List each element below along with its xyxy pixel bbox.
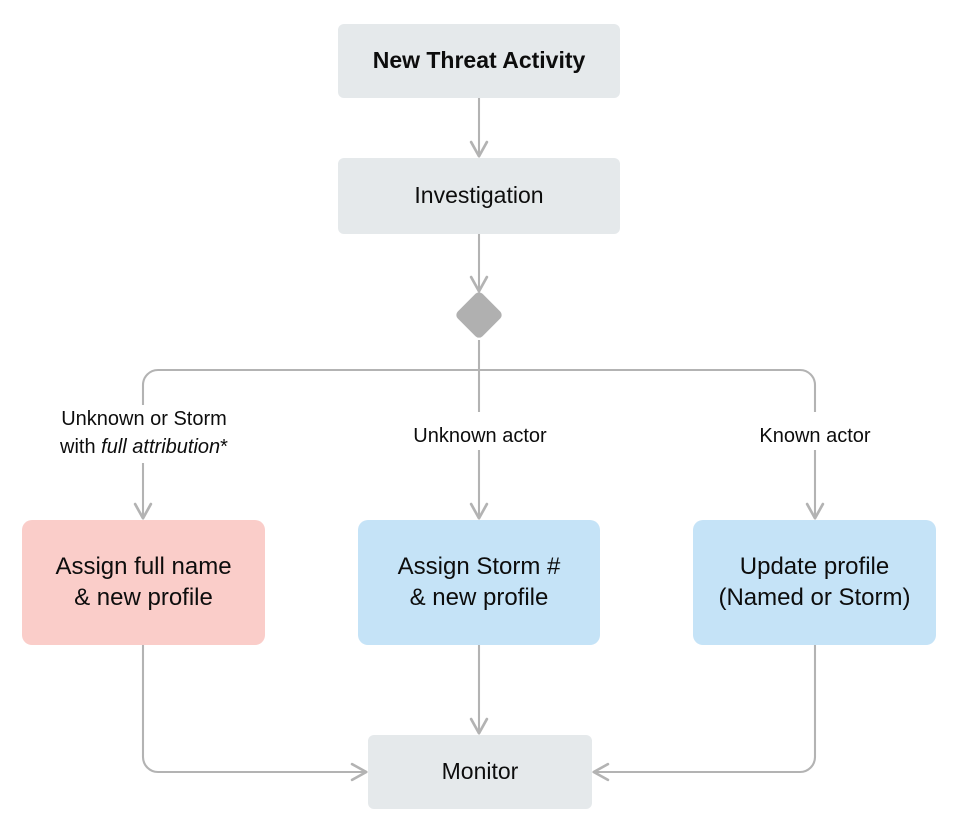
branch-label-unknown-or-storm: Unknown or Storm with full attribution* (18, 405, 270, 462)
node-investigation-label: Investigation (414, 182, 544, 209)
decision-diamond[interactable] (454, 290, 503, 339)
node-assign-full-name[interactable]: Assign full name & new profile (22, 520, 265, 645)
node-update-profile-line2: (Named or Storm) (718, 583, 911, 611)
node-assign-storm-number-line1: Assign Storm # (397, 552, 561, 580)
edge-assign-full-name-to-monitor (141, 645, 368, 782)
branch-label-unknown-or-storm-line2: with full attribution* (18, 433, 270, 461)
branch-label-left-suffix: * (220, 436, 228, 459)
node-new-threat-activity-label: New Threat Activity (372, 47, 586, 74)
edge-update-profile-to-monitor (592, 645, 817, 782)
node-assign-storm-number-line2: & new profile (409, 583, 549, 611)
node-assign-full-name-line1: Assign full name (55, 552, 232, 580)
branch-label-left-prefix: with (60, 436, 102, 459)
branch-label-unknown-or-storm-line1: Unknown or Storm (61, 408, 227, 430)
node-monitor[interactable]: Monitor (368, 735, 592, 809)
node-assign-storm-number[interactable]: Assign Storm # & new profile (358, 520, 600, 645)
node-assign-full-name-line2: & new profile (74, 583, 213, 611)
branch-label-left-italic: full attribution (101, 436, 221, 459)
node-update-profile-line1: Update profile (739, 552, 890, 580)
branch-label-unknown-actor: Unknown actor (413, 425, 547, 447)
node-monitor-label: Monitor (441, 758, 519, 785)
edge-bus-right (479, 368, 817, 412)
node-new-threat-activity[interactable]: New Threat Activity (338, 24, 620, 98)
node-update-profile[interactable]: Update profile (Named or Storm) (693, 520, 936, 645)
node-investigation[interactable]: Investigation (338, 158, 620, 234)
branch-label-known-actor: Known actor (759, 425, 871, 447)
edge-bus-left (141, 368, 479, 405)
